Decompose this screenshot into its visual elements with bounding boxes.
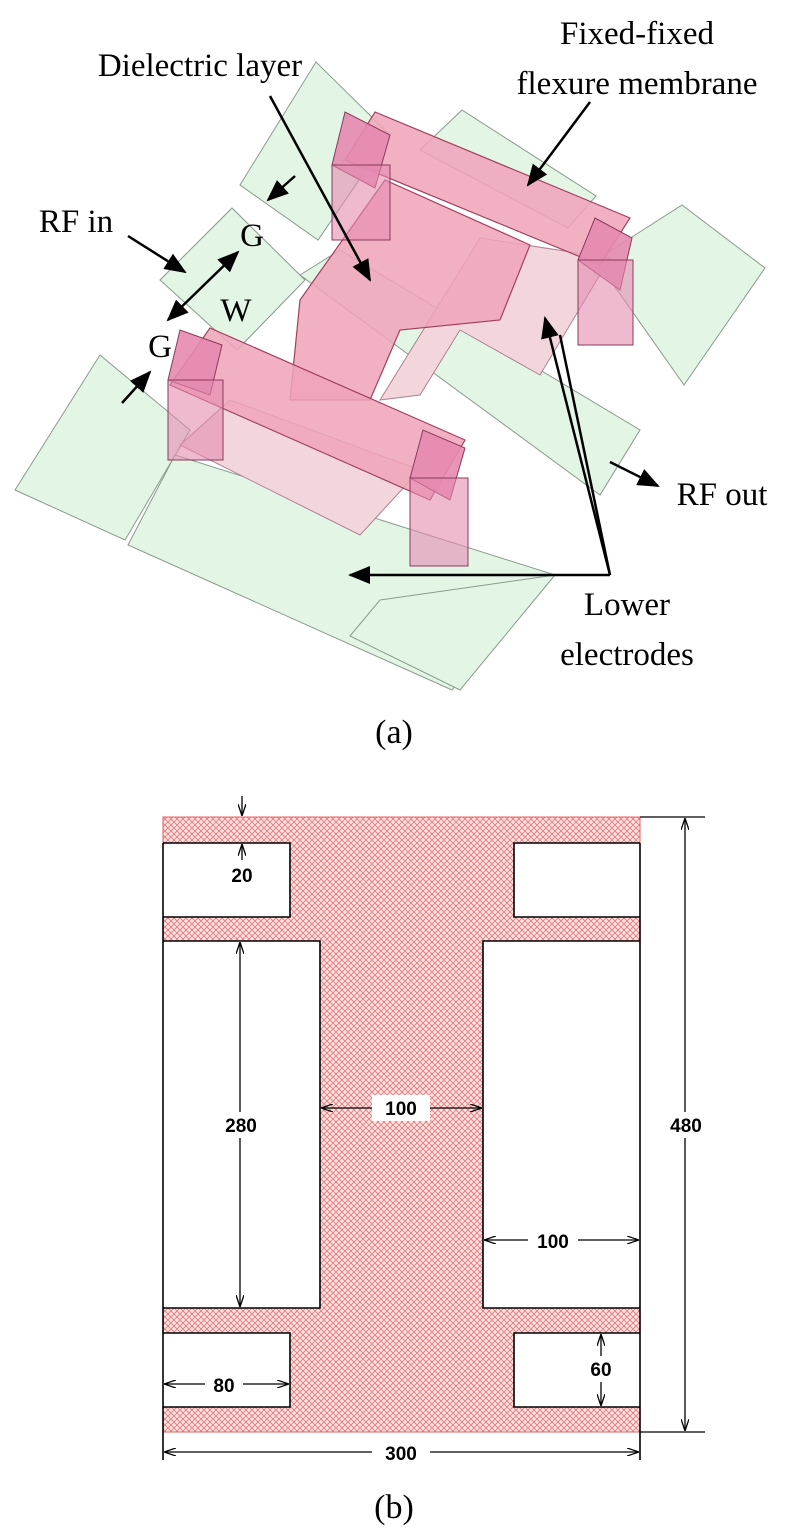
label-w: W	[220, 293, 252, 329]
anchor-top-left-post	[331, 164, 391, 241]
outline-left-window	[163, 940, 321, 1309]
bg-300	[372, 1440, 430, 1466]
leader-arrows	[121, 95, 660, 584]
bg-80	[205, 1372, 243, 1398]
outline-top-left-hole	[163, 842, 291, 918]
arrow-rf-in	[127, 234, 187, 274]
bg-280	[212, 1112, 270, 1138]
bg-480	[660, 1112, 712, 1138]
arrow-lower-electrodes-3	[558, 334, 612, 576]
anchor-bottom-left-post	[167, 379, 224, 461]
anchors	[167, 111, 634, 567]
dim-280-label: 280	[225, 1116, 257, 1137]
label-fixed-fixed: Fixed-fixed	[560, 16, 714, 52]
label-rf-in: RF in	[39, 204, 113, 240]
arrow-g-top	[266, 175, 296, 202]
outline-right-window	[482, 940, 640, 1309]
dim-480-label: 480	[670, 1116, 702, 1137]
arrow-dielectric	[268, 95, 372, 282]
caption-a: (a)	[375, 714, 413, 751]
label-dielectric-layer: Dielectric layer	[98, 48, 302, 84]
anchor-top-right-post	[577, 259, 634, 346]
bg-100-right	[528, 1228, 578, 1254]
dim-300-label: 300	[385, 1444, 417, 1465]
dim-100-right-label: 100	[537, 1232, 569, 1253]
arrow-rf-out	[609, 460, 660, 488]
dim-20-label: 20	[231, 866, 252, 887]
dim-60-label: 60	[590, 1360, 611, 1381]
bg-100-center	[372, 1095, 430, 1121]
label-rf-out: RF out	[677, 477, 768, 513]
caption-b: (b)	[374, 1489, 414, 1526]
arrow-g-bottom	[121, 370, 152, 404]
label-g-top: G	[240, 218, 264, 254]
outline-bottom-left-hole	[163, 1332, 291, 1408]
panel-a-3d-view: Fixed-fixed flexure membrane Dielectric …	[14, 16, 768, 751]
label-g-bottom: G	[148, 329, 172, 365]
label-flexure-membrane: flexure membrane	[517, 66, 758, 102]
anchor-bottom-right-post	[409, 477, 469, 567]
arrow-lower-electrodes-2	[541, 316, 612, 576]
dim-80-label: 80	[213, 1376, 234, 1397]
arrow-fixed-fixed	[526, 101, 592, 187]
arrow-w	[166, 250, 240, 322]
dimension-label-bgs	[205, 1095, 712, 1466]
outline-bottom-right-hole	[513, 1332, 640, 1408]
dim-100-center-label: 100	[385, 1099, 417, 1120]
bg-60	[586, 1356, 616, 1382]
opening-outlines	[162, 842, 641, 1460]
cpw-strip-right-ground	[595, 204, 766, 386]
label-electrodes: electrodes	[560, 637, 694, 673]
label-lower: Lower	[584, 587, 670, 623]
outline-top-right-hole	[513, 842, 640, 918]
panel-b-top-view: 20 280 100 480 100 80 60 300 (b)	[162, 796, 712, 1526]
